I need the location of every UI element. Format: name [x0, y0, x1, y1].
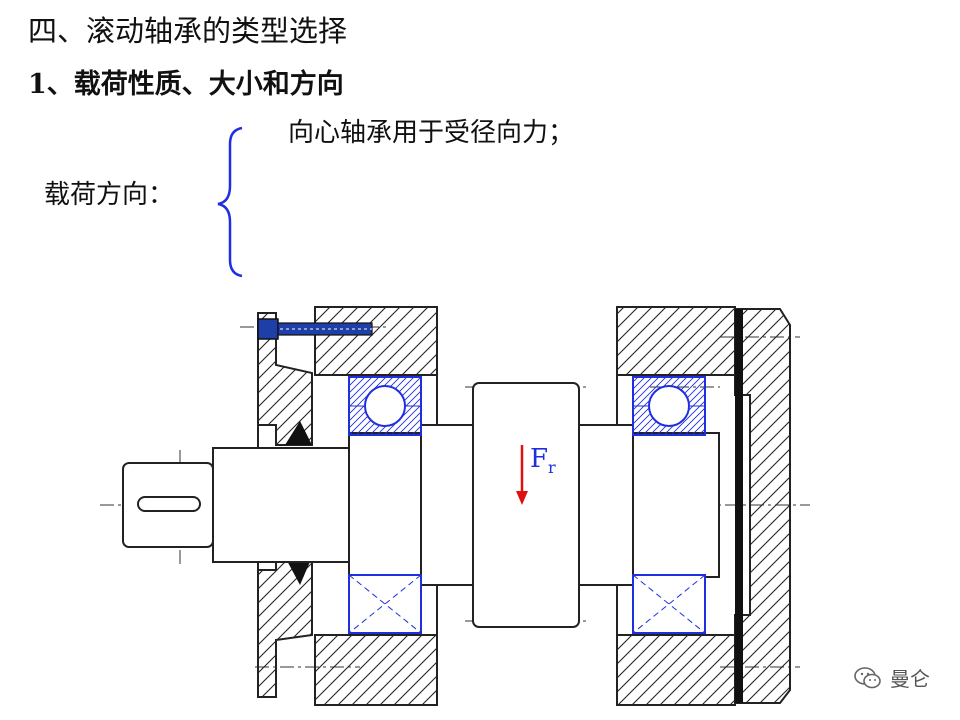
watermark-text: 曼仑	[890, 667, 930, 691]
right-bearing	[632, 376, 706, 634]
left-bearing	[348, 376, 422, 634]
load-direction-label: 载荷方向：	[44, 180, 175, 210]
right-end-cover	[734, 308, 791, 704]
bolt-icon	[257, 318, 373, 340]
watermark: 曼仑	[854, 663, 930, 692]
force-label: F	[530, 444, 548, 474]
wechat-icon	[854, 666, 881, 688]
section-title: 四、滚动轴承的类型选择	[28, 14, 348, 48]
left-bearing-cover	[257, 312, 313, 698]
bearing-assembly-diagram: F r	[100, 306, 810, 706]
force-subscript: r	[548, 458, 556, 477]
radial-force-arrow	[516, 445, 528, 505]
subsection-title: 1、载荷性质、大小和方向	[28, 69, 344, 100]
shaft	[122, 382, 720, 628]
radial-bearing-description: 向心轴承用于受径向力；	[288, 118, 575, 148]
left-housing	[314, 306, 438, 706]
curly-brace-icon	[217, 126, 243, 278]
